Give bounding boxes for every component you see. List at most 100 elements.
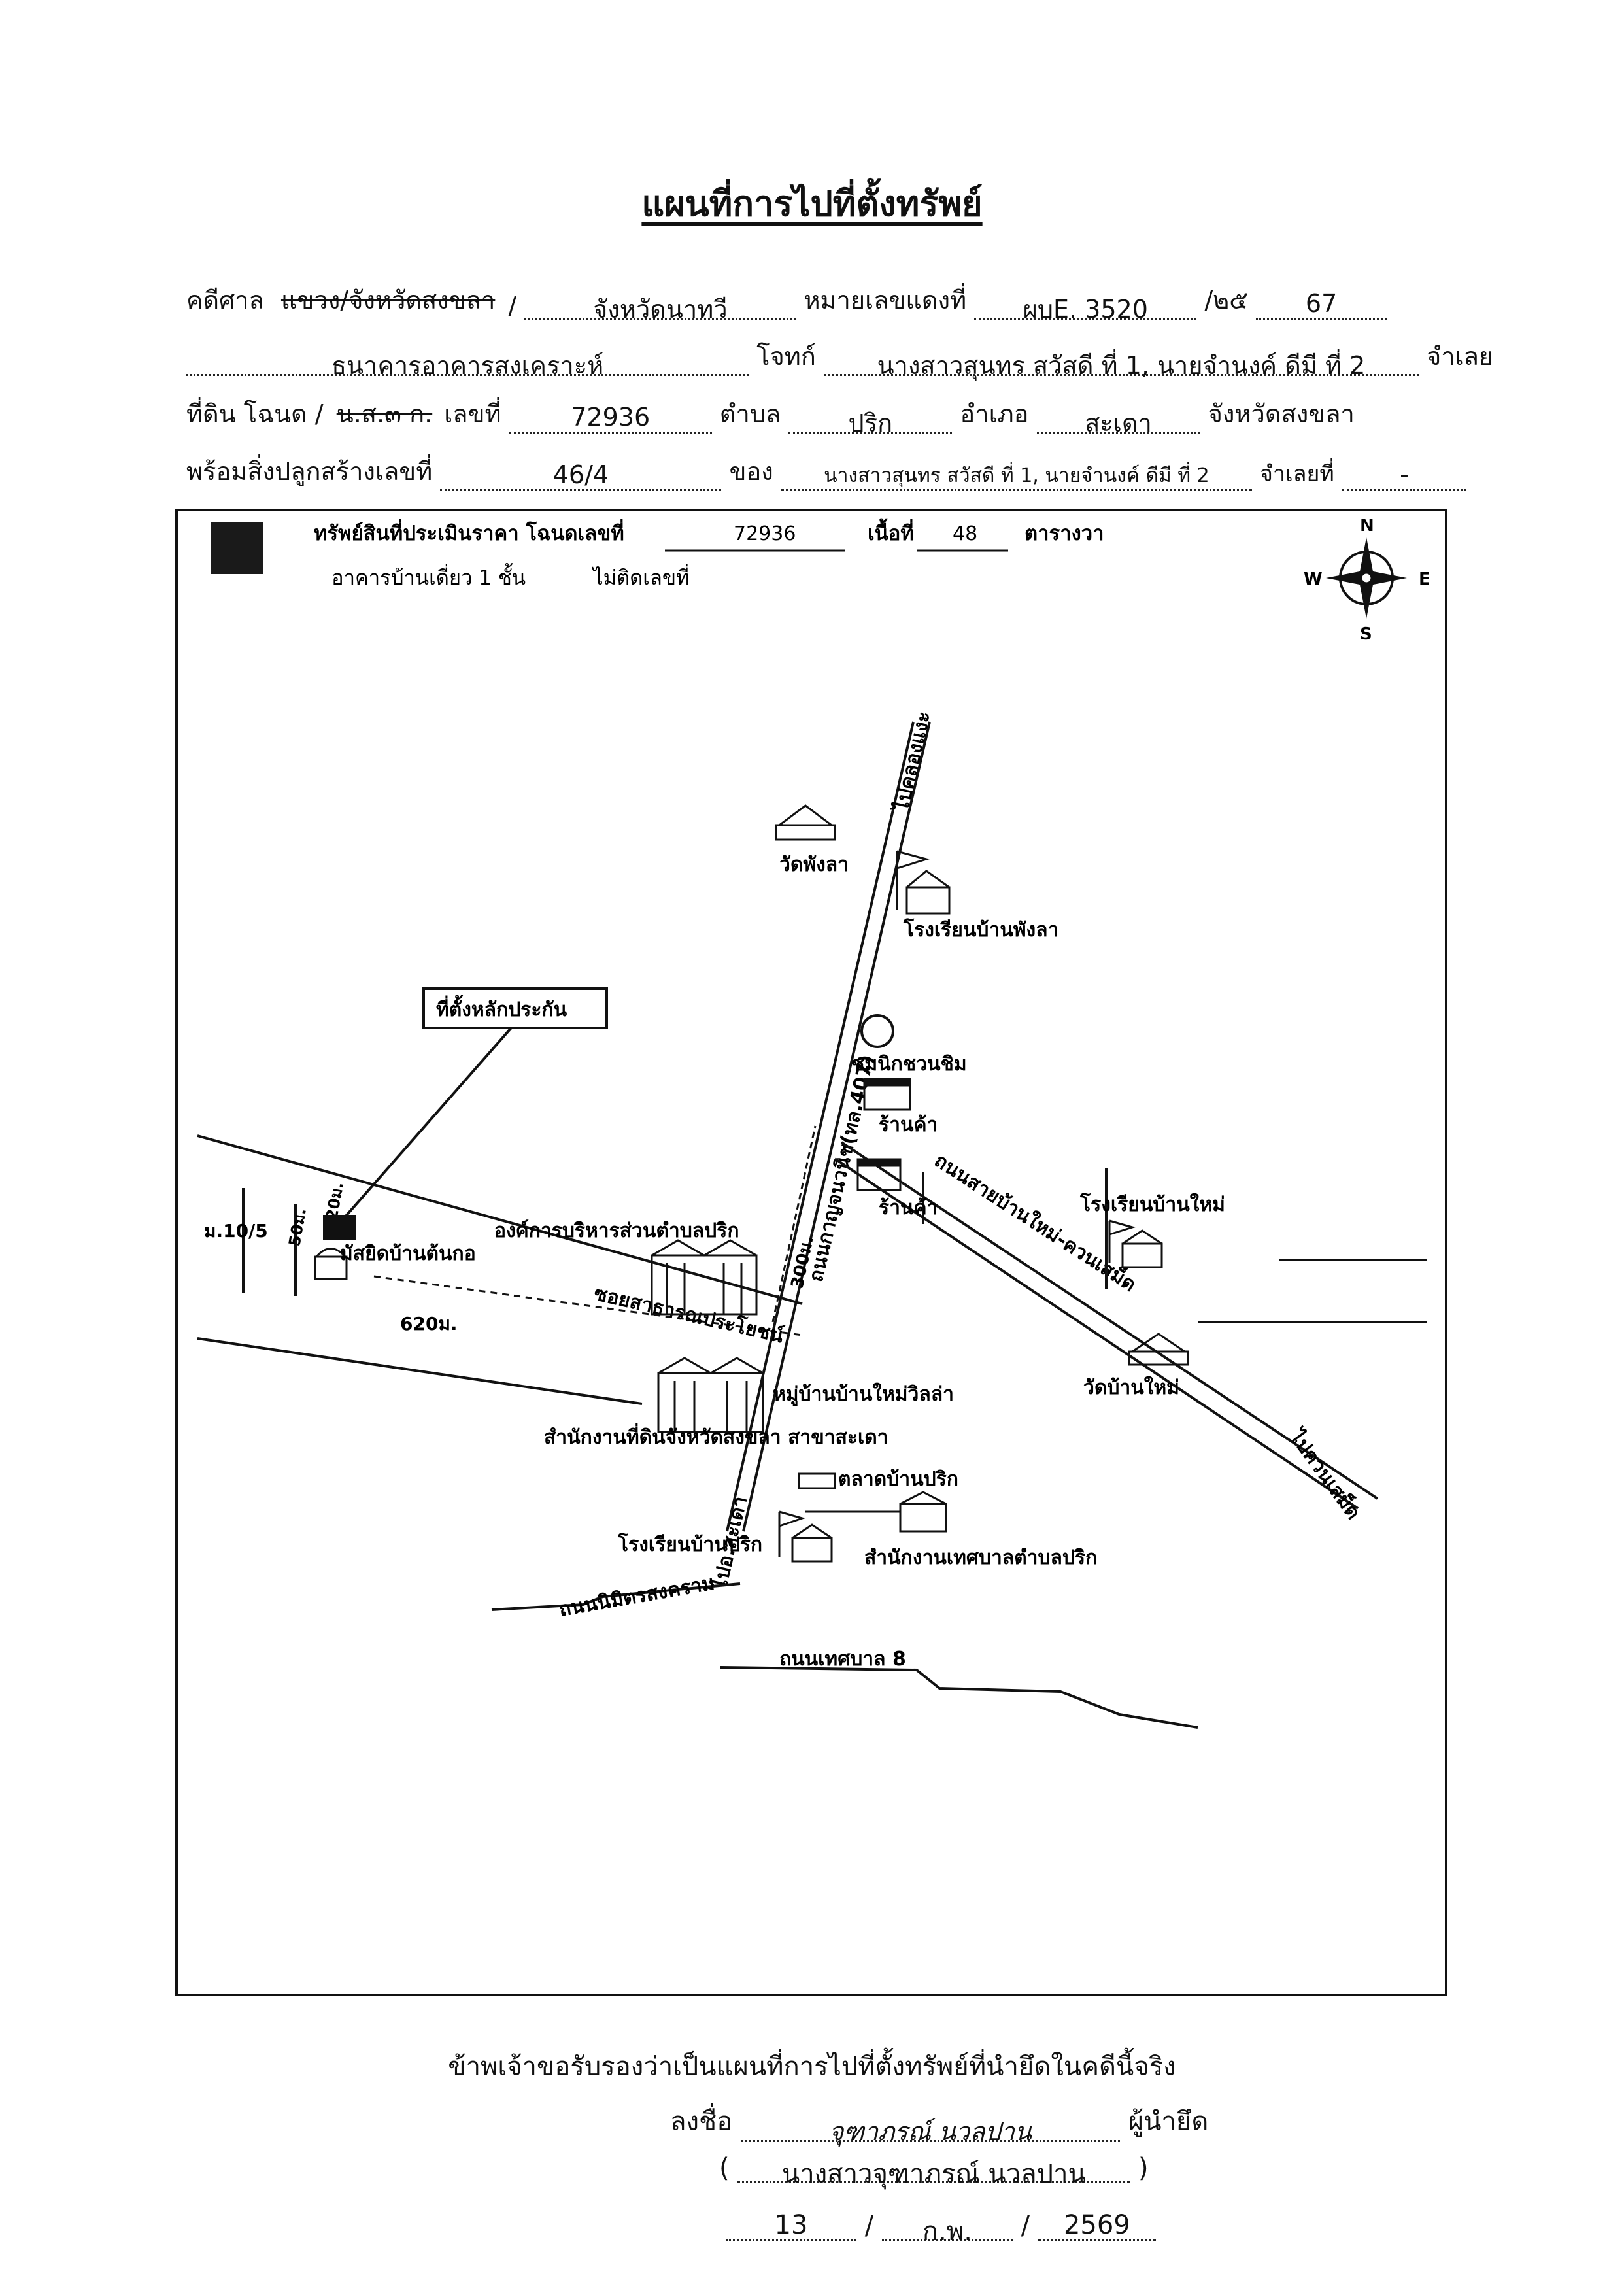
distance-300-line [771, 1125, 817, 1323]
label-chuan-chim: ชมนิกชวนชิม [851, 1053, 967, 1076]
date-row: 13 / ก.พ. / 2569 [726, 2210, 1156, 2247]
role-label: ผู้นำยึด [1128, 2107, 1209, 2137]
compass-n: N [1360, 516, 1374, 536]
compass-s: S [1360, 624, 1372, 644]
label-market: ตลาดบ้านปริก [838, 1468, 958, 1491]
map-frame: ทรัพย์สินที่ประเมินราคา โฉนดเลขที่ 72936… [175, 509, 1447, 1996]
callout-pointer [343, 1027, 513, 1219]
road-nimit [491, 1582, 741, 1611]
defendant-suffix: จำเลย [1427, 342, 1494, 371]
map-drawing: ทรัพย์สินที่ประเมินราคา โฉนดเลขที่ 72936… [197, 516, 1430, 1729]
label-masjid: มัสยิดบ้านต้นกอ [340, 1242, 476, 1265]
label-tambon-admin: องค์การบริหารส่วนตำบลปริก [494, 1219, 739, 1242]
court-label: คดีศาล [186, 286, 264, 314]
owner-label: ของ [729, 457, 773, 486]
compass-icon [1326, 537, 1407, 619]
case-separator: /๒๕ [1204, 286, 1248, 314]
market-icon [798, 1472, 836, 1489]
label-school-phang-la: โรงเรียนบ้านพังลา [903, 917, 1058, 942]
court-value: จังหวัดนาทวี [524, 289, 796, 324]
label-shop-1: ร้านค้า [879, 1114, 938, 1136]
label-highway: ถนนกาญจนวนิช(ทล.407) [805, 1053, 879, 1284]
legend-area-label: เนื้อที่ [868, 518, 914, 545]
highway-road [726, 721, 931, 1532]
subdistrict-value: ปริก [788, 403, 953, 437]
property-marker [323, 1215, 356, 1240]
compass-w: W [1304, 570, 1323, 589]
header-row-building: พร้อมสิ่งปลูกสร้างเลขที่ 46/4 ของ นางสาว… [186, 451, 1466, 491]
deed-no-label: เลขที่ [444, 400, 501, 428]
soi-road [197, 1134, 803, 1405]
court-slash: / [508, 291, 517, 320]
mosque-icon [314, 1248, 348, 1280]
municipal-office-icon [899, 1491, 947, 1533]
label-road-thesaban: ถนนเทศบาล 8 [779, 1648, 906, 1671]
compass-e: E [1419, 570, 1430, 589]
building-number: 46/4 [440, 460, 722, 491]
date-year: 2569 [1038, 2210, 1156, 2241]
temple-icon [1128, 1333, 1189, 1366]
school-flag-icon [778, 1510, 833, 1563]
label-wat-phang-la: วัดพังลา [779, 853, 849, 876]
shop-icon [856, 1158, 902, 1191]
label-school-ban-mai: โรงเรียนบ้านใหม่ [1079, 1192, 1225, 1216]
label-wat-ban-mai: วัดบ้านใหม่ [1083, 1376, 1179, 1399]
date-day: 13 [726, 2210, 856, 2241]
district-value: สะเดา [1036, 403, 1200, 437]
label-village-estate: หมู่บ้านบ้านใหม่วิลล่า [773, 1382, 954, 1406]
shop-icon [863, 1078, 911, 1111]
school-flag-icon [896, 850, 951, 915]
label-village-no: ม.10/5 [204, 1220, 268, 1242]
subdistrict-label: ตำบล [719, 400, 781, 428]
defendant-no-label: จำเลยที่ [1260, 461, 1334, 487]
label-municipal-office: สำนักงานเทศบาลตำบลปริก [864, 1546, 1097, 1569]
label-to-khlong-ngae: ไปคลองแงะ [889, 709, 936, 815]
signature: จุฑาภรณ์ นวลปาน [740, 2111, 1120, 2146]
district-label: อำเภอ [960, 400, 1029, 428]
legend-building-desc: อาคารบ้านเดี่ยว 1 ชั้น [331, 563, 526, 590]
legend-area-unit: ตารางวา [1024, 522, 1104, 545]
restaurant-icon [860, 1014, 894, 1048]
plaintiff-name: ธนาคารอาคารสงเคราะห์ [186, 345, 749, 380]
case-label: หมายเลขแดงที่ [804, 286, 967, 314]
label-land-office: สำนักงานที่ดินจังหวัดสงขลา สาขาสะเดา [544, 1423, 888, 1449]
date-sep-2: / [1021, 2211, 1030, 2241]
date-month: ก.พ. [881, 2210, 1013, 2247]
date-sep-1: / [864, 2211, 874, 2241]
owner-names: นางสาวสุนทร สวัสดี ที่ 1, นายจำนงค์ ดีมี… [781, 460, 1252, 491]
legend-swatch [211, 522, 263, 574]
label-shop-2: ร้านค้า [879, 1197, 938, 1219]
page-title: แผนที่การไปที่ตั้งทรัพย์ [641, 183, 983, 224]
school-flag-icon [1108, 1219, 1163, 1268]
certification-text: ข้าพเจ้าขอรับรองว่าเป็นแผนที่การไปที่ตั้… [448, 2052, 1176, 2082]
temple-icon [775, 804, 836, 841]
header-row-parties: ธนาคารอาคารสงเคราะห์ โจทก์ นางสาวสุนทร ส… [186, 336, 1493, 380]
case-year: 67 [1256, 289, 1387, 320]
legend-building-note: ไม่ติดเลขที่ [591, 564, 690, 590]
land-office-icon [657, 1357, 764, 1433]
callout-box [422, 987, 608, 1029]
open-paren: ( [719, 2153, 730, 2183]
defendant-names: นางสาวสุนทร สวัสดี ที่ 1, นายจำนงค์ ดีมี… [823, 345, 1419, 380]
legend-text: ทรัพย์สินที่ประเมินราคา โฉนดเลขที่ [314, 518, 624, 545]
case-number: ผบE. 3520 [974, 289, 1197, 324]
road-thesaban [720, 1666, 1198, 1729]
government-building-icon [651, 1239, 758, 1316]
label-road-nimit: ถนนนิมิตรสงคราม [557, 1572, 716, 1622]
legend-deed-no: 72936 [734, 522, 796, 545]
defendant-number: - [1342, 460, 1466, 491]
court-struck: แขวง/จังหวัดสงขลา [280, 286, 496, 314]
header-row-land: ที่ดิน โฉนด / น.ส.๓ ก. เลขที่ 72936 ตำบล… [186, 394, 1451, 437]
label-distance-620: 620ม. [400, 1313, 458, 1334]
legend-area-value: 48 [953, 522, 977, 545]
printed-name-row: ( นางสาวจุฑาภรณ์ นวลปาน ) [719, 2152, 1149, 2189]
label-school-prik: โรงเรียนบ้านปริก [617, 1532, 762, 1556]
callout-text: ที่ตั้งหลักประกัน [436, 994, 567, 1021]
building-label: พร้อมสิ่งปลูกสร้างเลขที่ [186, 457, 433, 486]
defendant-label: โจทก์ [756, 342, 816, 371]
land-struck: น.ส.๓ ก. [336, 400, 433, 428]
province-text: จังหวัดสงขลา [1208, 400, 1355, 428]
deed-number: 72936 [509, 403, 712, 434]
label-distance-50: 50ม. [285, 1207, 310, 1248]
header-row-court: คดีศาล แขวง/จังหวัดสงขลา / จังหวัดนาทวี … [186, 280, 1451, 324]
